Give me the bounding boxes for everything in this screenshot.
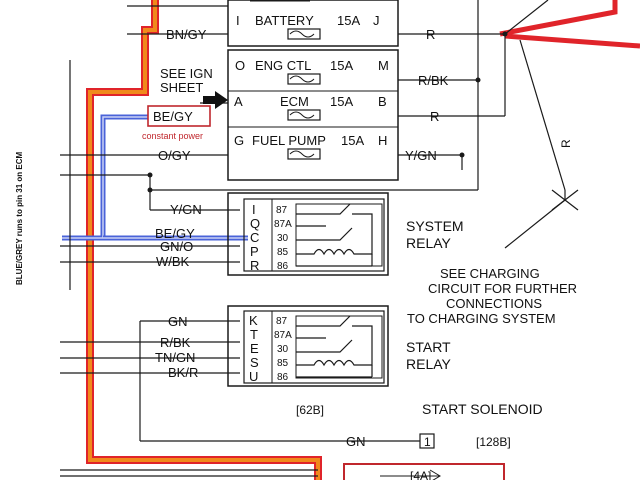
relay-letter: U: [249, 369, 258, 384]
wire-label-gn: GN: [168, 314, 188, 329]
start-relay-label: RELAY: [406, 356, 452, 372]
wire-label-gn-o: GN/O: [160, 239, 193, 254]
wire-label-bn-gy: BN/GY: [166, 27, 207, 42]
relay-letter: K: [249, 313, 258, 328]
terminal-1-box: [419, 433, 435, 449]
wire-label-w-bk: W/BK: [156, 254, 190, 269]
relay-pin: 87: [276, 205, 288, 216]
relay-pin: 87A: [274, 219, 292, 230]
wire-label-tn-gn: TN/GN: [155, 350, 195, 365]
relay-letter: Q: [250, 216, 260, 231]
relay-pin: 86: [277, 261, 289, 272]
fuse-element-icon: [289, 75, 315, 83]
fuse-icon: [287, 148, 321, 160]
wiring: [60, 0, 579, 477]
be-gy-highlight-box: [147, 105, 211, 127]
fuse-ecm-right-pin: B: [378, 94, 387, 109]
see-ign-sheet-label: SEE IGN: [160, 66, 213, 81]
terminal-1-label: 1: [424, 435, 431, 449]
wire-label-gn: GN: [346, 434, 366, 449]
wire-label-r-vertical: R: [559, 139, 573, 148]
fuse-element-icon: [289, 30, 315, 38]
fuse-icon: [287, 73, 321, 85]
relay-letter: C: [250, 230, 259, 245]
fuse-battery-left-pin: I: [236, 13, 240, 28]
fuse-fuel-pump-name: FUEL PUMP: [252, 133, 326, 148]
relay-pin: 30: [277, 344, 289, 355]
relay-pin: 30: [277, 233, 289, 244]
ref-128b: [128B]: [476, 435, 511, 449]
fuse-fuel-pump-left-pin: G: [234, 133, 244, 148]
wire-label-bk-r: BK/R: [168, 365, 198, 380]
wire-label-r: R: [426, 27, 435, 42]
fuse-battery-rating: 15A: [337, 13, 360, 28]
ecm-pin-note: BLUE/GREY runs to pin 31 on ECM: [15, 151, 24, 285]
fuse-ecm-left-pin: A: [234, 94, 243, 109]
be-gy-annotation: BE/GY: [153, 109, 193, 124]
relay-pin: 85: [277, 247, 289, 258]
arrow-right-icon: [203, 91, 228, 109]
junctions: [147, 31, 508, 193]
fuse-eng-ctl-right-pin: M: [378, 58, 389, 73]
fuse-element-icon: [289, 111, 315, 119]
start-relay-label: START: [406, 339, 451, 355]
relay-pin: 85: [277, 358, 289, 369]
fuse-fuel-pump-rating: 15A: [341, 133, 364, 148]
fuse-block: [227, 0, 399, 181]
fuse-fuel-pump: G FUEL PUMP 15A H: [234, 133, 387, 160]
relay-pin: 86: [277, 372, 289, 383]
relay-letter: R: [250, 258, 259, 273]
fuse-battery: I BATTERY 15A J: [236, 13, 380, 40]
fuse-eng-ctl-rating: 15A: [330, 58, 353, 73]
relay-letter: T: [250, 327, 258, 342]
see-ign-sheet-label: SHEET: [160, 80, 203, 95]
fuse-icon: [287, 109, 321, 121]
relay-letter: P: [250, 244, 259, 259]
fuse-eng-ctl: O ENG CTL 15A M: [235, 58, 389, 85]
relay-pin: 87: [276, 316, 288, 327]
relay-letter: S: [250, 355, 259, 370]
ref-4a: [4A]: [410, 469, 431, 480]
wire-label-y-gn: Y/GN: [405, 148, 437, 163]
wire-label-r-bk: R/BK: [418, 73, 449, 88]
fuse-eng-ctl-left-pin: O: [235, 58, 245, 73]
wire-label-be-gy: BE/GY: [155, 226, 195, 241]
orange-power-trace: [86, 0, 322, 480]
wire-label-r-bk: R/BK: [160, 335, 191, 350]
start-relay: K T E S U 87 87A 30 85 86: [227, 305, 389, 387]
relay-letter: E: [250, 341, 259, 356]
fuse-battery-name: BATTERY: [255, 13, 314, 28]
constant-power-note: constant power: [142, 131, 203, 141]
wire-label-r: R: [430, 109, 439, 124]
charging-note: CONNECTIONS: [446, 296, 542, 311]
fuse-ecm: A ECM 15A B: [234, 94, 387, 121]
charging-note: CIRCUIT FOR FURTHER: [428, 281, 577, 296]
fuse-ecm-rating: 15A: [330, 94, 353, 109]
fuse-ecm-name: ECM: [280, 94, 309, 109]
relay-letter: I: [252, 202, 256, 217]
system-relay: I Q C P R 87 87A 30 85 86: [227, 192, 389, 276]
ref-62b: [62B]: [296, 403, 324, 417]
wire-label-y-gn: Y/GN: [170, 202, 202, 217]
start-solenoid-label: START SOLENOID: [422, 401, 543, 417]
charging-note: SEE CHARGING: [440, 266, 540, 281]
system-relay-label: RELAY: [406, 235, 452, 251]
relay-coil-icon: [296, 203, 373, 267]
ecm-pin-note-text: BLUE/GREY runs to pin 31 on ECM: [15, 151, 24, 285]
relay-pin: 87A: [274, 330, 292, 341]
blue-ecm-trace: [62, 114, 248, 241]
fuse-eng-ctl-name: ENG CTL: [255, 58, 311, 73]
red-charging-trace: [499, 0, 640, 49]
system-relay-label: SYSTEM: [406, 218, 464, 234]
relay-coil-icon: [296, 315, 373, 378]
charging-note: TO CHARGING SYSTEM: [407, 311, 556, 326]
fuse-element-icon: [289, 150, 315, 158]
fuse-battery-right-pin: J: [373, 13, 380, 28]
fuse-fuel-pump-right-pin: H: [378, 133, 387, 148]
fuse-icon: [287, 28, 321, 40]
wire-label-o-gy: O/GY: [158, 148, 191, 163]
